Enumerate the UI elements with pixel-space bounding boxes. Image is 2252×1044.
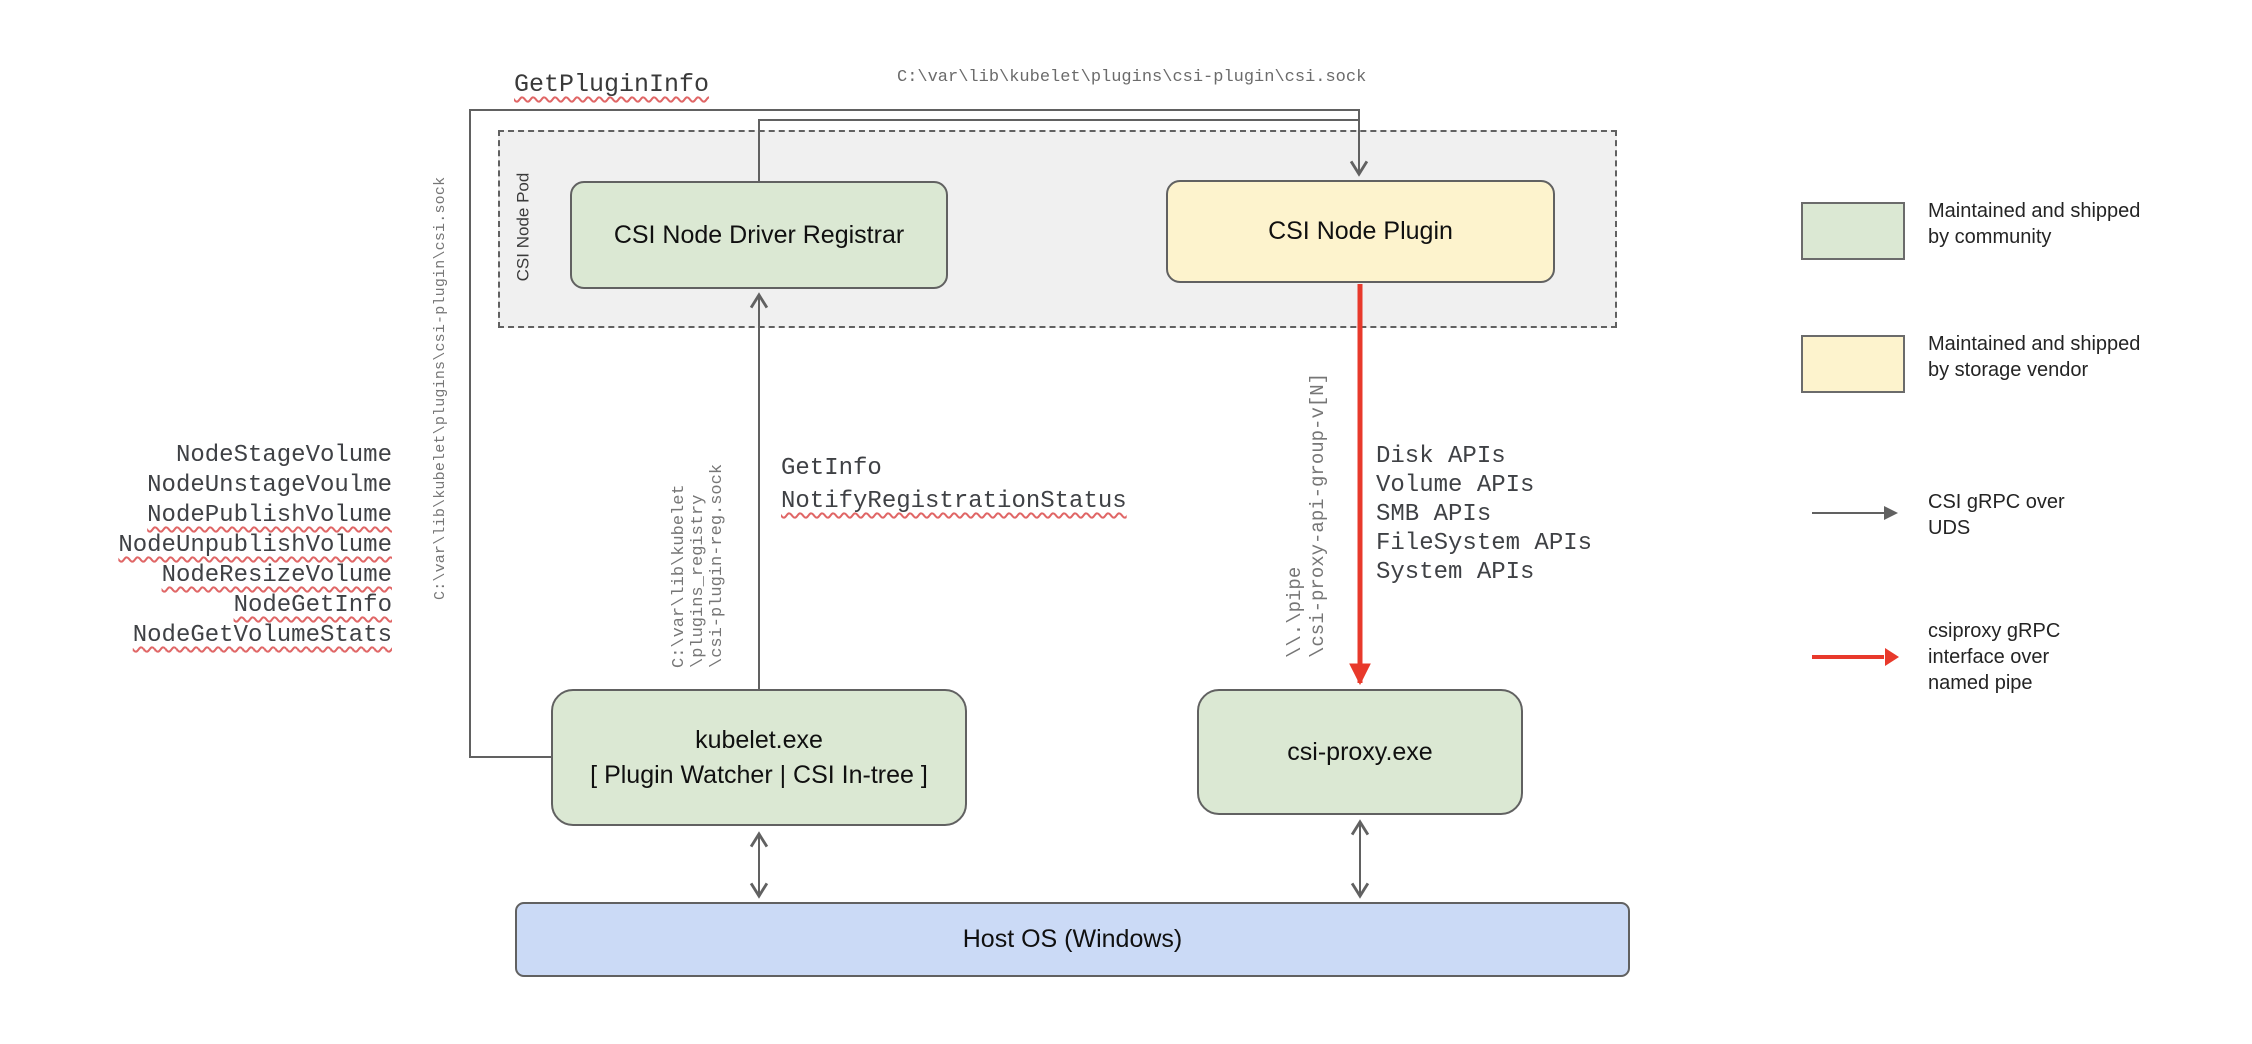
legend-line: UDS	[1928, 517, 1971, 539]
legend-line: Maintained and shipped	[1928, 333, 2141, 355]
csi-node-pod-label: CSI Node Pod	[513, 172, 532, 282]
legend-line: CSI gRPC over	[1928, 491, 2065, 513]
csi-node-driver-registrar-label: CSI Node Driver Registrar	[613, 220, 905, 249]
named-pipe-path-label: \\.\pipe \csi-proxy-api-group-v[N]	[1284, 364, 1332, 658]
legend-swatch-vendor	[1801, 335, 1905, 393]
csi-sock-path-top-label: C:\var\lib\kubelet\plugins\csi-plugin\cs…	[897, 68, 1367, 87]
proxy-api-item: Volume APIs	[1376, 472, 1535, 499]
node-api-item: NodeUnpublishVolume	[118, 532, 392, 559]
proxy-api-item: FileSystem APIs	[1376, 530, 1593, 557]
csi-node-plugin-box: CSI Node Plugin	[1166, 180, 1555, 283]
kubelet-label-line1: kubelet.exe	[695, 725, 823, 754]
get-plugin-info-label: GetPluginInfo	[514, 70, 710, 99]
csi-node-pod-label-wrap: CSI Node Pod	[502, 130, 544, 324]
legend-text-community: Maintained and shipped by community	[1928, 198, 2140, 250]
csi-sock-path-vertical-label: C:\var\lib\kubelet\plugins\csi-plugin\cs…	[432, 176, 449, 600]
legend-swatch-community	[1801, 202, 1905, 260]
proxy-api-list: Disk APIs Volume APIs SMB APIs FileSyste…	[1376, 442, 1592, 587]
node-api-list: NodeStageVolume NodeUnstageVoulme NodePu…	[100, 441, 392, 651]
proxy-api-item: Disk APIs	[1376, 443, 1506, 470]
legend-text-vendor: Maintained and shipped by storage vendor	[1928, 331, 2140, 383]
legend-text-csi-grpc: CSI gRPC over UDS	[1928, 489, 2065, 541]
node-api-item: NodeGetInfo	[233, 592, 392, 619]
plugin-reg-sock-line: C:\var\lib\kubelet	[670, 484, 689, 668]
plugin-reg-sock-path-label: C:\var\lib\kubelet \plugins_registry \cs…	[670, 454, 730, 668]
legend-line: named pipe	[1928, 672, 2033, 694]
legend-text-csiproxy-grpc: csiproxy gRPC interface over named pipe	[1928, 618, 2060, 696]
plugin-reg-sock-line: \csi-plugin-reg.sock	[708, 463, 727, 668]
node-api-item: NodeGetVolumeStats	[132, 622, 392, 649]
legend-red-arrow-icon	[1812, 648, 1899, 666]
proxy-api-item: System APIs	[1376, 559, 1535, 586]
legend-line: Maintained and shipped	[1928, 200, 2141, 222]
csi-proxy-label: csi-proxy.exe	[1287, 737, 1433, 766]
legend-line: csiproxy gRPC	[1928, 620, 2061, 642]
host-os-box: Host OS (Windows)	[515, 902, 1630, 977]
legend-line: by storage vendor	[1928, 359, 2089, 381]
plugin-reg-sock-line: \plugins_registry	[689, 494, 708, 668]
named-pipe-line: \csi-proxy-api-group-v[N]	[1307, 372, 1329, 658]
proxy-api-item: SMB APIs	[1376, 501, 1492, 528]
kubelet-label-line2: [ Plugin Watcher | CSI In-tree ]	[590, 760, 928, 789]
host-os-label: Host OS (Windows)	[962, 925, 1183, 953]
csi-proxy-box: csi-proxy.exe	[1197, 689, 1523, 815]
node-api-item: NodeStageVolume	[175, 442, 392, 469]
legend-line: interface over	[1928, 646, 2050, 668]
node-api-item: NodeResizeVolume	[161, 562, 392, 589]
kubelet-box: kubelet.exe [ Plugin Watcher | CSI In-tr…	[551, 689, 967, 826]
named-pipe-line: \\.\pipe	[1284, 566, 1306, 658]
registration-call-item: GetInfo	[781, 455, 882, 482]
node-api-item: NodeUnstageVoulme	[147, 472, 392, 499]
legend-gray-arrow-icon	[1812, 506, 1898, 520]
csi-node-driver-registrar-box: CSI Node Driver Registrar	[570, 181, 948, 289]
legend-line: by community	[1928, 226, 2052, 248]
csi-node-plugin-label: CSI Node Plugin	[1268, 217, 1453, 245]
registration-call-list: GetInfo NotifyRegistrationStatus	[781, 452, 1127, 518]
node-api-item: NodePublishVolume	[147, 502, 392, 529]
registration-call-item: NotifyRegistrationStatus	[781, 488, 1127, 515]
